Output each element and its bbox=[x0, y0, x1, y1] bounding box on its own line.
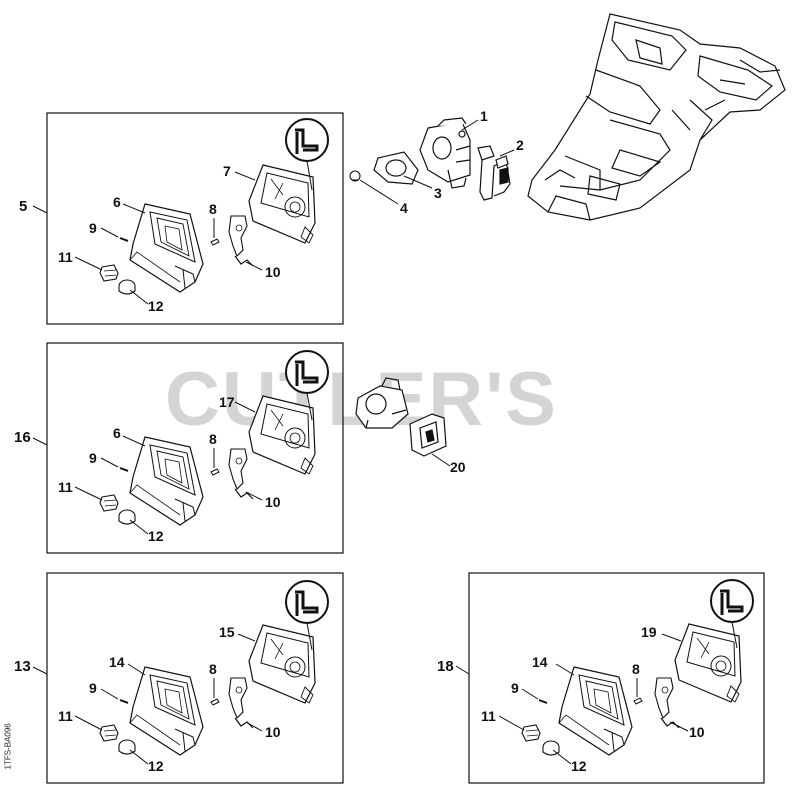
callout-17: 17 bbox=[219, 394, 235, 410]
washer-9 bbox=[119, 237, 129, 242]
screw-11 bbox=[99, 264, 119, 282]
screw-11c bbox=[99, 724, 119, 742]
bracket-7 bbox=[248, 164, 316, 244]
callout-5: 5 bbox=[19, 198, 28, 215]
callout-18: 18 bbox=[437, 658, 454, 675]
detail-magnifier-4 bbox=[709, 578, 755, 624]
callout-11-panel1: 11 bbox=[58, 249, 73, 265]
callout-12-panel3: 12 bbox=[148, 758, 164, 774]
bracket-17 bbox=[248, 395, 316, 475]
detail-magnifier-1 bbox=[284, 117, 330, 163]
detail-magnifier-2 bbox=[284, 349, 330, 395]
callout-7-panel1: 7 bbox=[223, 163, 231, 179]
callout-10-panel2: 10 bbox=[265, 494, 281, 510]
bracket-19 bbox=[674, 623, 742, 703]
callout-13: 13 bbox=[14, 658, 31, 675]
panel-frame-16 bbox=[46, 342, 344, 554]
filter-base-6b bbox=[129, 436, 204, 526]
washer-9b bbox=[119, 467, 129, 472]
screw-11d bbox=[521, 724, 541, 742]
callout-15: 15 bbox=[219, 624, 235, 640]
callout-9-panel2: 9 bbox=[89, 450, 97, 466]
callout-12-panel4: 12 bbox=[571, 758, 587, 774]
lever-10b bbox=[228, 448, 254, 500]
panel-frame-13 bbox=[46, 572, 344, 784]
callout-16: 16 bbox=[14, 429, 31, 446]
callout-10-panel3: 10 bbox=[265, 724, 281, 740]
callout-3: 3 bbox=[434, 185, 442, 201]
filter-base-14 bbox=[129, 666, 204, 756]
screw-11b bbox=[99, 494, 119, 512]
callout-9-panel3: 9 bbox=[89, 680, 97, 696]
callout-10-panel1: 10 bbox=[265, 264, 281, 280]
callout-9-panel1: 9 bbox=[89, 220, 97, 236]
callout-12-panel2: 12 bbox=[148, 528, 164, 544]
bracket-15 bbox=[248, 624, 316, 704]
callout-2: 2 bbox=[516, 137, 524, 153]
filter-base-14b bbox=[558, 666, 633, 756]
callout-14-panel3: 14 bbox=[109, 654, 125, 670]
panel-frame-18 bbox=[468, 572, 765, 784]
washer-9c bbox=[119, 699, 129, 704]
detail-magnifier-3 bbox=[284, 579, 330, 625]
callout-8-panel4: 8 bbox=[632, 661, 640, 677]
callout-8-panel1: 8 bbox=[209, 201, 217, 217]
carburetor bbox=[419, 117, 471, 189]
lever-10c bbox=[228, 677, 254, 729]
lever-10d bbox=[654, 677, 680, 729]
washer-9d bbox=[538, 699, 548, 704]
panel-frame-5 bbox=[46, 112, 344, 325]
pin-8d bbox=[633, 697, 643, 705]
callout-8-panel3: 8 bbox=[209, 661, 217, 677]
filter-base-6 bbox=[129, 203, 204, 293]
chainsaw-housing bbox=[527, 13, 786, 221]
callout-6-panel1: 6 bbox=[113, 194, 121, 210]
callout-8-panel2: 8 bbox=[209, 431, 217, 447]
callout-6-panel2: 6 bbox=[113, 425, 121, 441]
intake-connector bbox=[477, 145, 511, 201]
gasket bbox=[373, 151, 419, 185]
callout-11-panel4: 11 bbox=[481, 708, 496, 724]
callout-9-panel4: 9 bbox=[511, 680, 519, 696]
pin-8b bbox=[210, 468, 220, 476]
callout-19: 19 bbox=[641, 624, 657, 640]
pin-8c bbox=[210, 698, 220, 706]
callout-11-panel3: 11 bbox=[58, 708, 73, 724]
callout-11-panel2: 11 bbox=[58, 479, 73, 495]
lever-10 bbox=[228, 215, 254, 267]
callout-10-panel4: 10 bbox=[689, 724, 705, 740]
plug bbox=[349, 170, 361, 182]
adapter-20 bbox=[409, 413, 447, 457]
carburetor-alt bbox=[355, 377, 409, 429]
drawing-code: 1TFS-BA096 bbox=[3, 723, 13, 770]
callout-12-panel1: 12 bbox=[148, 298, 164, 314]
leader-lines bbox=[32, 119, 738, 765]
pin-8 bbox=[210, 238, 220, 246]
callout-1: 1 bbox=[480, 108, 488, 124]
callout-20: 20 bbox=[450, 459, 466, 475]
callout-4: 4 bbox=[400, 200, 408, 216]
callout-14-panel4: 14 bbox=[532, 654, 548, 670]
